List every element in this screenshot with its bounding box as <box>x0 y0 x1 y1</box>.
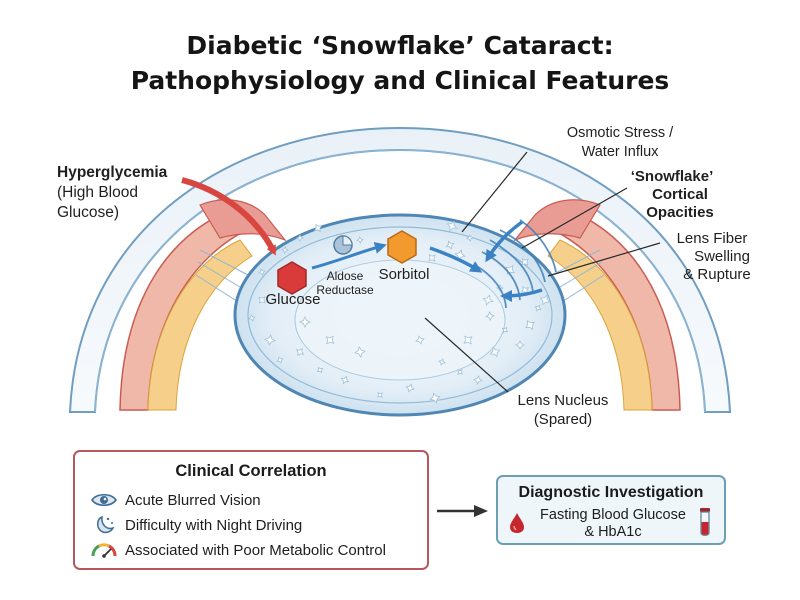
snowflake-opacity <box>485 311 495 321</box>
gauge-icon <box>91 540 117 560</box>
aldose-label-1: Aldose <box>327 269 364 283</box>
iris-ciliary-right <box>513 199 681 411</box>
snowflake-opacities <box>248 220 551 404</box>
snowflake-opacity <box>501 326 509 334</box>
osmotic-arrow-1 <box>429 246 483 273</box>
snowflake-opacity <box>438 358 446 366</box>
snowflake-opacity <box>258 268 266 276</box>
moon-stars-icon <box>91 515 117 535</box>
snowflake-opacity <box>489 346 501 358</box>
snowflake-opacity <box>354 346 366 358</box>
snowflake-opacity <box>482 294 494 306</box>
snowflake-opacity <box>456 368 464 376</box>
snowflake-opacity <box>463 335 473 345</box>
snowflake-opacity <box>428 254 436 262</box>
hyperglycemia-arrow <box>181 177 277 256</box>
fiber-label-2: Swelling <box>694 248 750 265</box>
snowflake-opacity <box>525 320 535 330</box>
diagnostic-investigation-title: Diagnostic Investigation <box>518 484 704 501</box>
sorbitol-hexagon <box>387 230 417 264</box>
snowflake-opacity <box>539 294 551 306</box>
aldose-reductase-icon <box>333 235 353 255</box>
snowflake-label-1: ‘Snowflake’ <box>631 168 714 185</box>
snowflake-opacity <box>313 223 323 233</box>
clinical-item-blurred-vision: Acute Blurred Vision <box>91 489 261 511</box>
osmotic-arrow-3 <box>500 288 543 302</box>
snowflake-opacity <box>264 334 276 346</box>
diagnostic-line-2: & HbA1c <box>584 524 642 540</box>
snowflake-opacity <box>316 366 324 374</box>
sorbitol-label: Sorbitol <box>379 266 430 283</box>
nucleus-label-2: (Spared) <box>534 411 592 428</box>
hyperglycemia-sub-2: Glucose) <box>57 204 119 221</box>
blood-drop-icon <box>508 512 526 539</box>
snowflake-opacity <box>521 258 529 266</box>
diagnostic-investigation-box: Diagnostic Investigation Fasting Blood G… <box>496 475 726 545</box>
hyperglycemia-label: Hyperglycemia <box>57 164 168 181</box>
clinical-correlation-box: Clinical Correlation Acute Blurred Visio… <box>73 450 429 570</box>
snowflake-opacity <box>281 246 289 254</box>
iris-ciliary-left <box>119 199 287 411</box>
snowflake-label-3: Opacities <box>646 204 714 221</box>
snowflake-opacity <box>258 296 266 304</box>
clinical-item-night-driving: Difficulty with Night Driving <box>91 514 302 536</box>
snowflake-opacity <box>299 316 311 328</box>
eye-icon <box>91 490 117 510</box>
snowflake-opacity <box>356 236 364 244</box>
snowflake-opacity <box>520 285 530 295</box>
snowflake-opacity <box>276 356 284 364</box>
page-title: Diabetic ‘Snowflake’ Cataract: Pathophys… <box>0 28 800 98</box>
osmotic-arrow-2 <box>485 220 524 263</box>
snowflake-opacity <box>248 314 256 322</box>
snowflake-opacity <box>415 335 425 345</box>
test-tube-icon <box>698 507 712 544</box>
snowflake-opacity <box>296 234 304 242</box>
aldose-label-2: Reductase <box>316 283 374 297</box>
clinical-item-text: Associated with Poor Metabolic Control <box>125 541 386 559</box>
snowflake-opacity <box>376 391 384 399</box>
cornea <box>68 126 732 413</box>
title-line-1: Diabetic ‘Snowflake’ Cataract: <box>186 31 614 60</box>
diagnostic-line-1: Fasting Blood Glucose <box>540 507 686 523</box>
glucose-hexagon <box>277 261 307 295</box>
snowflake-opacity <box>340 375 350 385</box>
glucose-label: Glucose <box>265 291 320 308</box>
hyperglycemia-sub-1: (High Blood <box>57 184 138 201</box>
snowflake-label-2: Cortical <box>652 186 708 203</box>
snowflake-opacity <box>405 383 415 393</box>
conversion-arrow <box>311 242 387 270</box>
clinical-item-text: Acute Blurred Vision <box>125 491 261 509</box>
snowflake-opacity <box>446 220 458 232</box>
osmotic-label-2: Water Influx <box>582 144 660 160</box>
snowflake-opacity <box>445 240 455 250</box>
snowflake-opacity <box>473 375 483 385</box>
osmotic-label-1: Osmotic Stress / <box>567 125 674 141</box>
fiber-label-1: Lens Fiber <box>677 230 748 247</box>
snowflake-opacity <box>534 304 542 312</box>
zonule-fibers <box>195 249 605 306</box>
snowflake-opacity <box>295 347 305 357</box>
fiber-label-3: & Rupture <box>683 266 751 283</box>
clinical-item-text: Difficulty with Night Driving <box>125 516 303 534</box>
snowflake-opacity <box>429 392 441 404</box>
nucleus-label-1: Lens Nucleus <box>518 392 609 409</box>
clinical-correlation-title: Clinical Correlation <box>175 462 327 480</box>
clinical-item-metabolic-control: Associated with Poor Metabolic Control <box>91 539 386 561</box>
snowflake-opacity <box>466 234 474 242</box>
leader-lines <box>424 151 661 393</box>
title-line-2: Pathophysiology and Clinical Features <box>130 66 670 95</box>
snowflake-opacity <box>515 340 525 350</box>
snowflake-opacity <box>325 335 335 345</box>
